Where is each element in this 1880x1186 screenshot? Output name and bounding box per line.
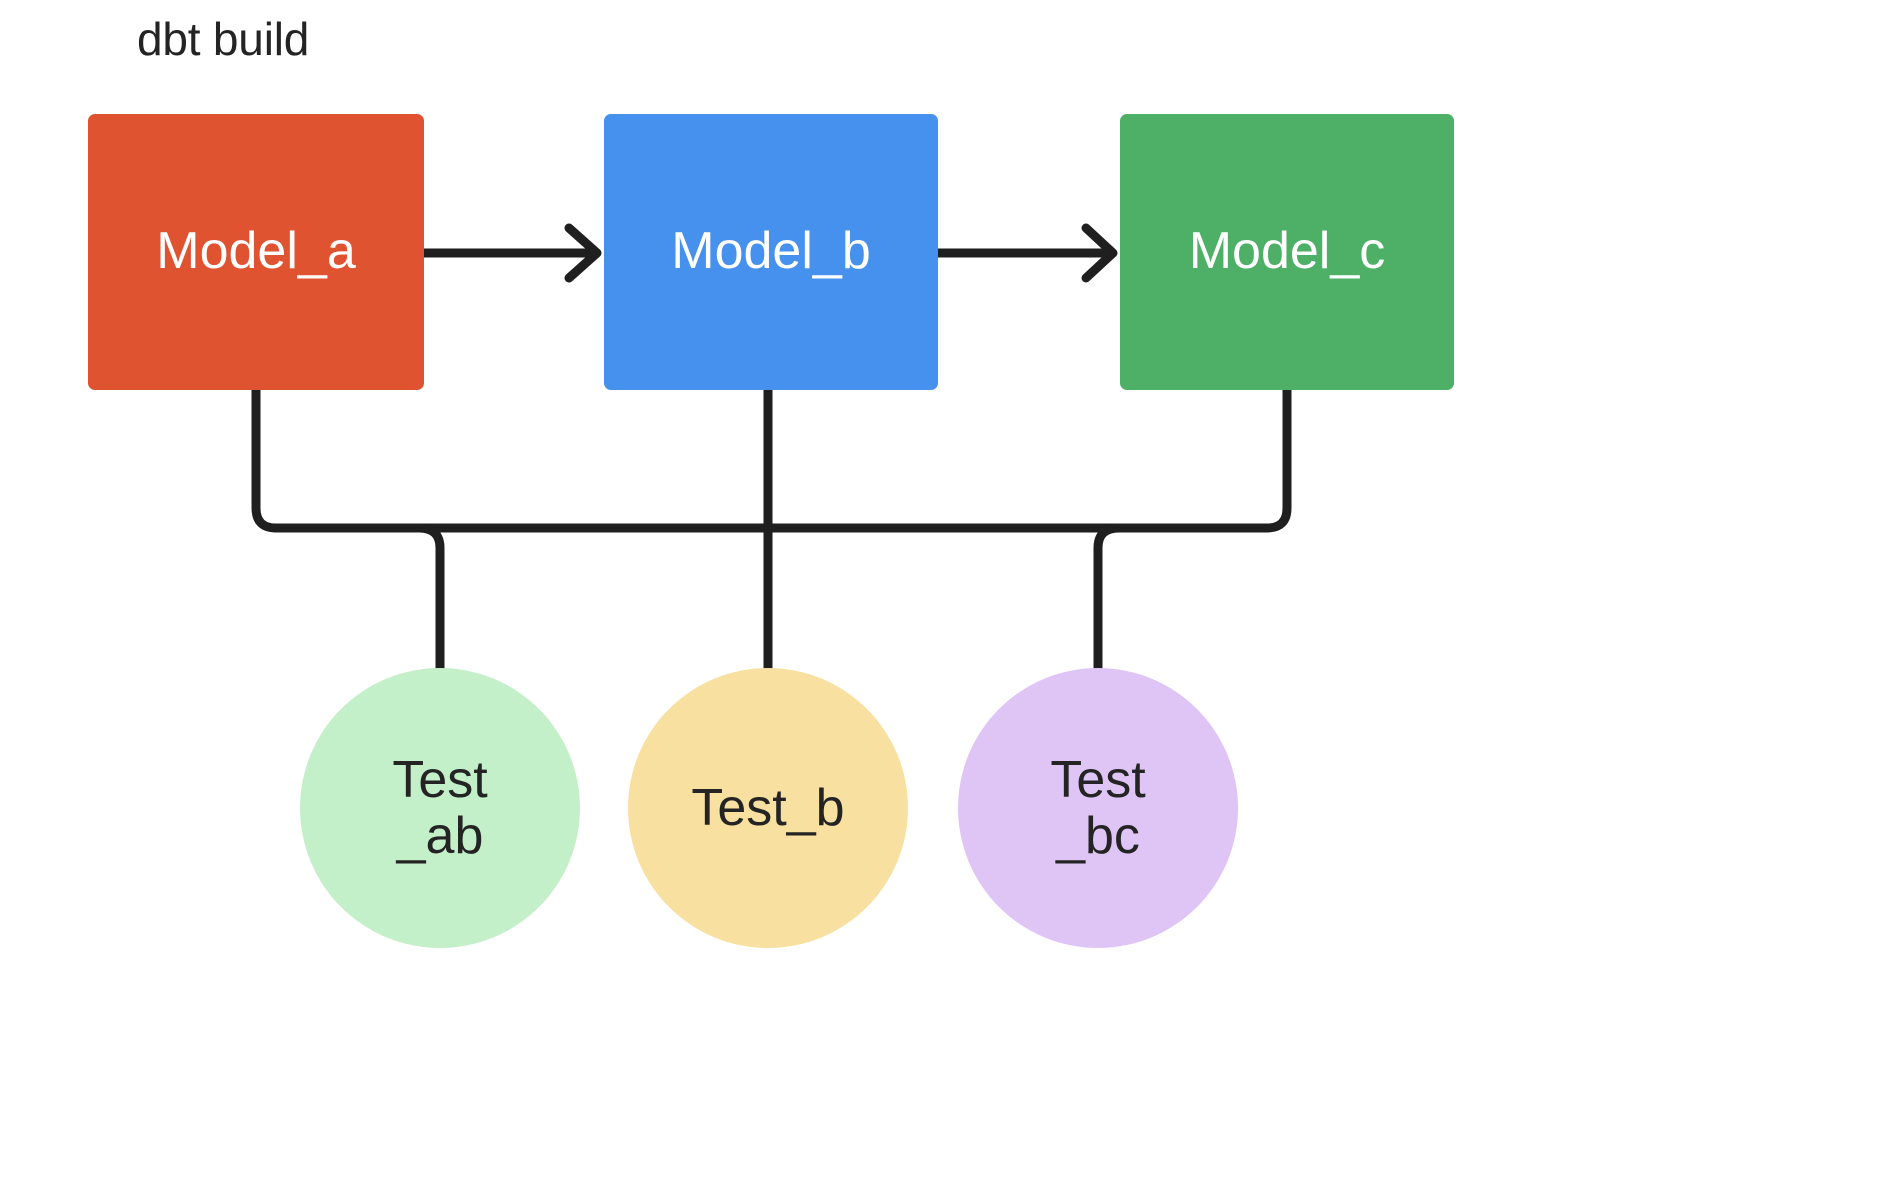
- node-model-a[interactable]: Model_a: [88, 114, 424, 390]
- edge-model-a-to-rail: [251, 385, 773, 533]
- node-model-b-label: Model_b: [671, 222, 871, 281]
- page-title: dbt build: [137, 13, 310, 65]
- edge-model-a-to-model-b: [419, 223, 602, 283]
- edge-model-c-to-rail: [763, 385, 1292, 533]
- node-test-b-label: Test_b: [691, 778, 845, 837]
- node-test-bc-label: Test _bc: [1050, 750, 1146, 865]
- node-model-c-label: Model_c: [1188, 222, 1386, 281]
- node-test-ab[interactable]: Test _ab: [300, 668, 580, 948]
- node-model-a-label: Model_a: [156, 222, 356, 281]
- node-model-c[interactable]: Model_c: [1120, 114, 1454, 390]
- node-test-bc[interactable]: Test _bc: [958, 668, 1238, 948]
- node-model-b[interactable]: Model_b: [604, 114, 938, 390]
- node-test-ab-label: Test _ab: [392, 750, 488, 865]
- node-test-b[interactable]: Test_b: [628, 668, 908, 948]
- edge-model-b-to-model-c: [933, 223, 1118, 283]
